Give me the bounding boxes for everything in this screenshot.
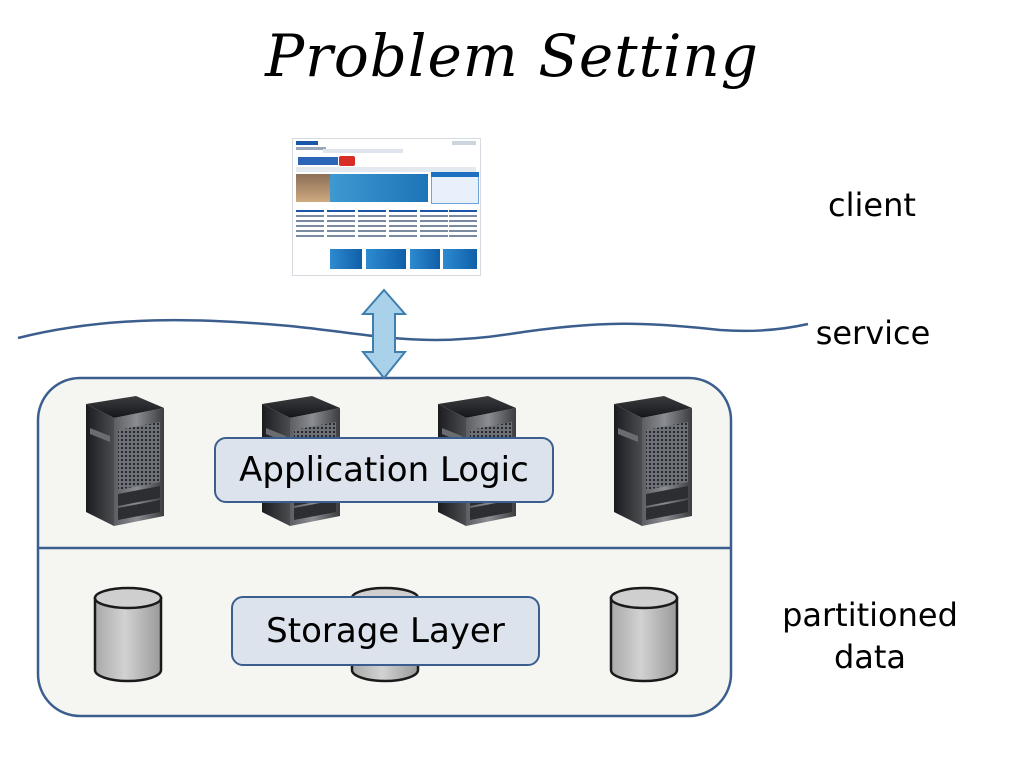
database-icon-3	[609, 586, 679, 683]
server-icon-4	[614, 396, 692, 526]
database-icon-1	[93, 586, 163, 683]
service-label: service	[815, 314, 931, 352]
storage-layer-box: Storage Layer	[231, 596, 540, 666]
slide-title: Problem Setting	[265, 22, 759, 90]
partitioned-data-label: partitioned data	[760, 594, 980, 678]
server-icon-1	[86, 396, 164, 526]
client-label: client	[828, 186, 916, 224]
client-service-arrow	[360, 288, 408, 380]
client-webpage-icon	[292, 138, 481, 276]
service-boundary-line	[17, 318, 809, 342]
partitioned-data-line-2: data	[833, 638, 907, 676]
partitioned-data-line-1: partitioned	[782, 596, 958, 634]
application-logic-box: Application Logic	[214, 437, 554, 503]
